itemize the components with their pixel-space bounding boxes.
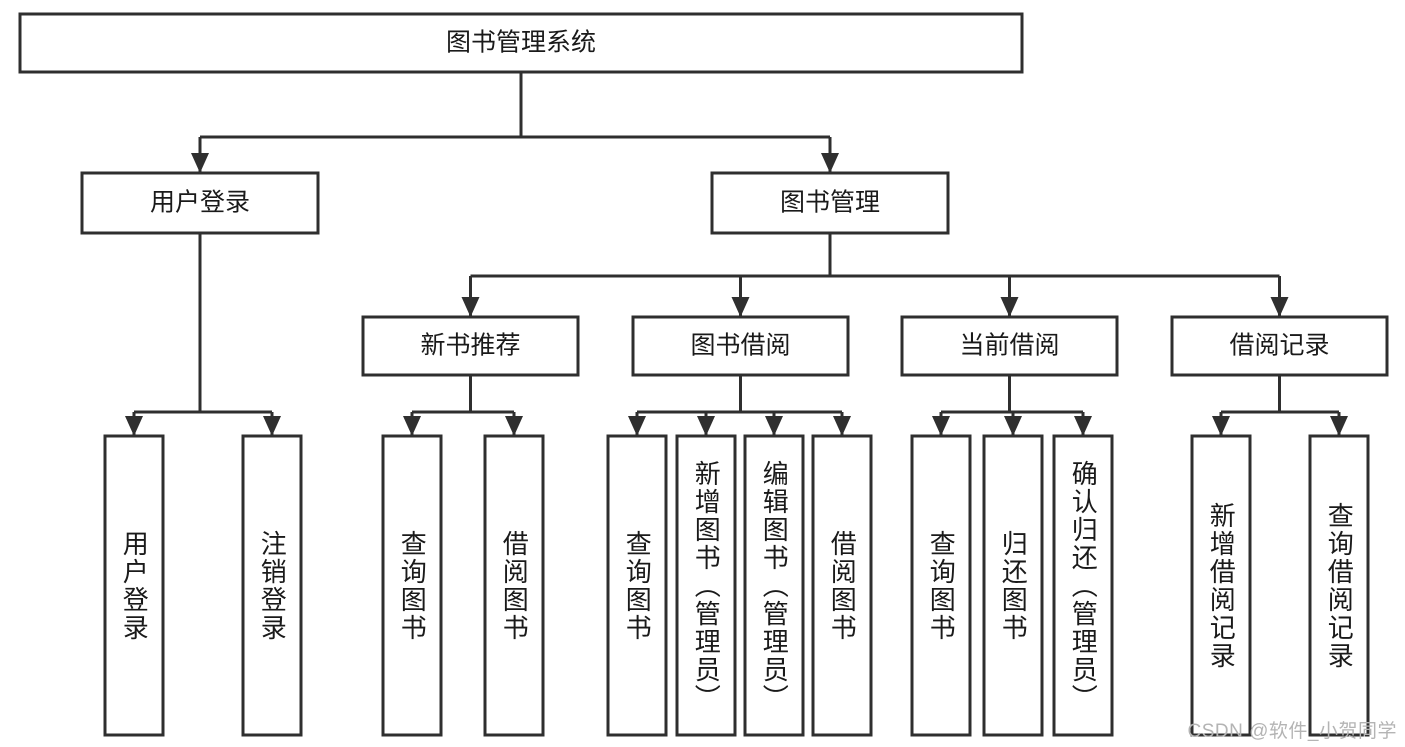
current-borrow-to-leaves-arrow-2	[1074, 416, 1092, 436]
book-borrow-to-leaves-arrow-2	[765, 416, 783, 436]
node-leaf-user-logout[interactable]	[241, 434, 303, 737]
node-leaf-borrow-book-1[interactable]	[483, 434, 545, 737]
node-box-leaf-query-record	[1308, 434, 1370, 737]
connector-layer	[125, 72, 1348, 436]
node-leaf-query-book-3[interactable]	[910, 434, 972, 737]
node-leaf-confirm-return[interactable]	[1052, 434, 1114, 737]
node-leaf-query-book-2[interactable]	[606, 434, 668, 737]
node-box-leaf-add-record	[1190, 434, 1252, 737]
current-borrow-to-leaves-arrow-1	[1004, 416, 1022, 436]
node-leaf-query-book-1[interactable]	[381, 434, 443, 737]
node-book-manage[interactable]: 图书管理	[710, 171, 950, 235]
book-borrow-to-leaves-arrow-0	[628, 416, 646, 436]
new-book-rec-to-leaves-arrow-0	[403, 416, 421, 436]
node-box-root	[18, 12, 1024, 74]
node-label-book-borrow: 图书借阅	[690, 332, 790, 360]
node-box-leaf-user-logout	[241, 434, 303, 737]
node-leaf-add-book-admin[interactable]	[675, 434, 737, 737]
node-box-current-borrow	[900, 315, 1119, 377]
user-login-to-leaves-arrow-0	[125, 416, 143, 436]
node-leaf-user-login[interactable]	[103, 434, 165, 737]
node-box-leaf-query-book-1	[381, 434, 443, 737]
new-book-rec-to-leaves-arrow-1	[505, 416, 523, 436]
book-borrow-to-leaves-arrow-3	[833, 416, 851, 436]
node-box-leaf-query-book-2	[606, 434, 668, 737]
node-box-borrow-record	[1170, 315, 1389, 377]
node-current-borrow[interactable]: 当前借阅	[900, 315, 1119, 377]
node-label-current-borrow: 当前借阅	[959, 332, 1059, 360]
node-user-login[interactable]: 用户登录	[80, 171, 320, 235]
bookmanage-to-level3-arrow-0	[461, 297, 480, 317]
node-label-book-manage: 图书管理	[780, 189, 880, 217]
node-box-book-manage	[710, 171, 950, 235]
node-box-new-book-rec	[361, 315, 580, 377]
node-label-user-login: 用户登录	[150, 189, 250, 217]
borrow-record-to-leaves-arrow-1	[1330, 416, 1348, 436]
bookmanage-to-level3-arrow-2	[1000, 297, 1019, 317]
node-box-leaf-user-login	[103, 434, 165, 737]
node-book-borrow[interactable]: 图书借阅	[631, 315, 850, 377]
watermark-text: CSDN @软件_小贺同学	[1187, 721, 1397, 742]
node-box-book-borrow	[631, 315, 850, 377]
node-root[interactable]: 图书管理系统	[18, 12, 1024, 74]
bookmanage-to-level3-arrow-1	[731, 297, 750, 317]
borrow-record-to-leaves-arrow-0	[1212, 416, 1230, 436]
user-login-to-leaves-arrow-1	[263, 416, 281, 436]
root-to-level2-arrow-1	[821, 153, 839, 173]
node-borrow-record[interactable]: 借阅记录	[1170, 315, 1389, 377]
node-leaf-return-book[interactable]	[982, 434, 1044, 737]
node-box-leaf-query-book-3	[910, 434, 972, 737]
book-borrow-to-leaves-arrow-1	[697, 416, 715, 436]
node-new-book-rec[interactable]: 新书推荐	[361, 315, 580, 377]
bookmanage-to-level3-arrow-3	[1270, 297, 1289, 317]
node-label-borrow-record: 借阅记录	[1229, 332, 1329, 360]
node-box-leaf-borrow-book-2	[811, 434, 873, 737]
node-label-new-book-rec: 新书推荐	[420, 332, 520, 360]
current-borrow-to-leaves-arrow-0	[932, 416, 950, 436]
node-label-root: 图书管理系统	[446, 29, 596, 57]
node-leaf-borrow-book-2[interactable]	[811, 434, 873, 737]
root-to-level2-arrow-0	[191, 153, 209, 173]
node-leaf-edit-book-admin[interactable]	[743, 434, 805, 737]
node-box-leaf-borrow-book-1	[483, 434, 545, 737]
node-box-user-login	[80, 171, 320, 235]
node-box-leaf-return-book	[982, 434, 1044, 737]
node-leaf-add-record[interactable]	[1190, 434, 1252, 737]
node-box-leaf-edit-book-admin	[743, 434, 805, 737]
node-leaf-query-record[interactable]	[1308, 434, 1370, 737]
node-box-leaf-confirm-return	[1052, 434, 1114, 737]
node-box-leaf-add-book-admin	[675, 434, 737, 737]
